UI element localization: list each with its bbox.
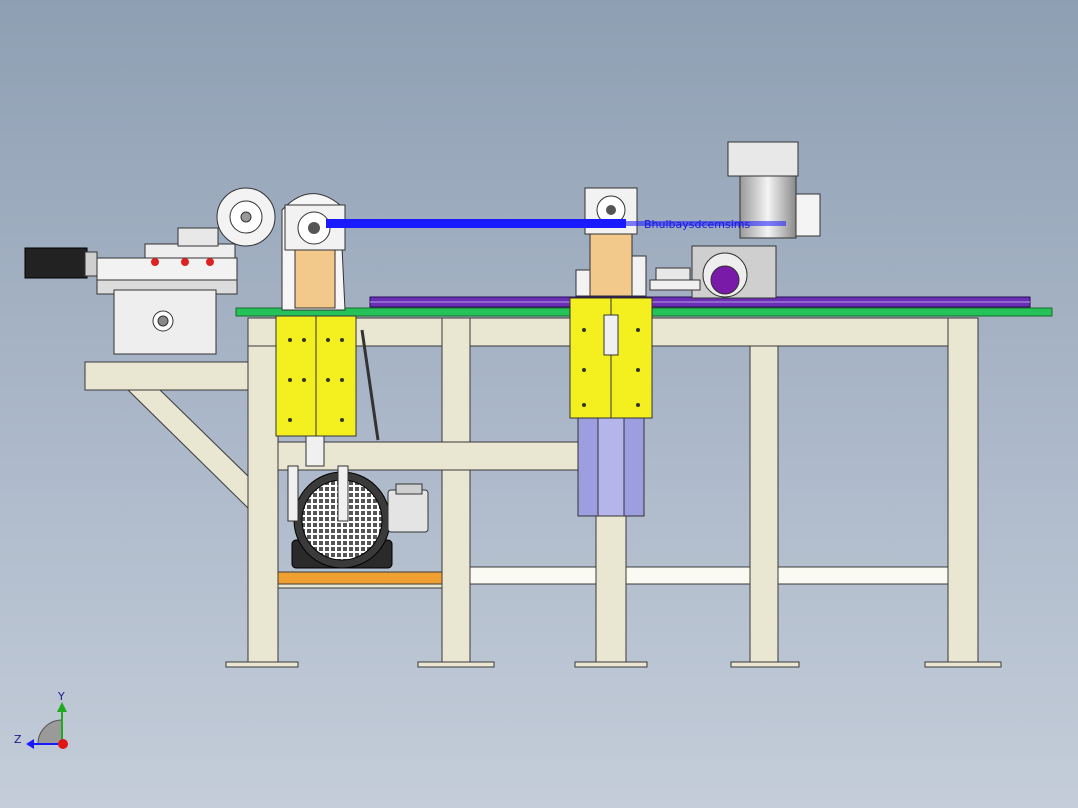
left-spindle-head: [275, 193, 380, 467]
right-spindle-head: [569, 187, 653, 517]
coordinate-triad[interactable]: Y Z: [14, 690, 68, 749]
right-gear-motor: [649, 141, 821, 299]
y-axis-label: Y: [57, 690, 65, 703]
annotation-text: Bhulbaysdcemsims: [644, 218, 751, 231]
z-axis-label: Z: [14, 733, 22, 746]
main-motor: [287, 465, 429, 569]
annotation-leader: Bhulbaysdcemsims: [326, 218, 786, 231]
left-bracket: [84, 361, 251, 512]
origin-dot-icon: [58, 739, 68, 749]
servo-motor-assembly: [24, 187, 276, 355]
